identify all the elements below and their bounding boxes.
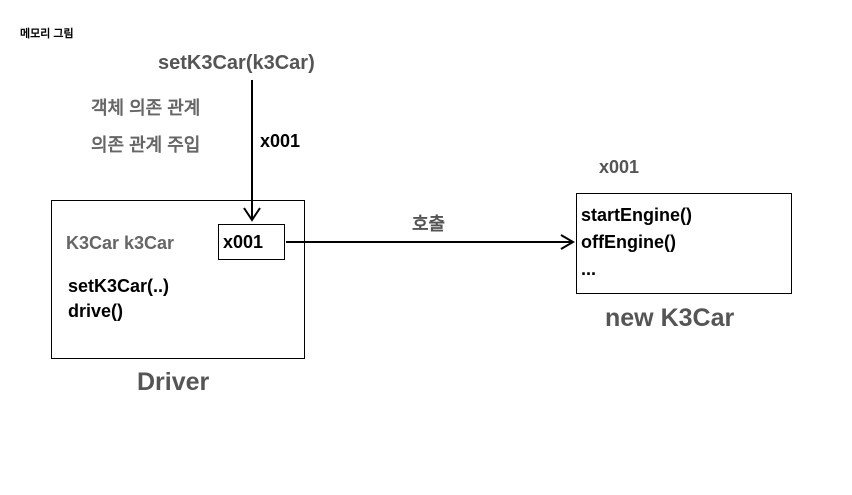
car-address-label: x001 [599, 157, 640, 177]
driver-method-drive: drive() [68, 301, 124, 321]
call-arrow [286, 234, 575, 250]
driver-object-box [51, 200, 305, 359]
driver-caption: Driver [137, 368, 210, 396]
call-arrow-label: 호출 [412, 214, 446, 234]
driver-field-label: K3Car k3Car [66, 233, 175, 253]
car-caption: new K3Car [605, 304, 735, 332]
car-method-ellipsis: ... [581, 259, 597, 279]
diagram-title: 메모리 그림 [20, 28, 74, 40]
k3car-object-box [576, 193, 792, 294]
injection-arrow [243, 80, 261, 222]
driver-field-box [218, 224, 285, 260]
injected-address-label: x001 [260, 131, 301, 151]
car-method-offengine: offEngine() [581, 232, 676, 252]
call-method-label: setK3Car(k3Car) [158, 52, 315, 74]
driver-field-value: x001 [223, 232, 264, 252]
note-object-dependency: 객체 의존 관계 [91, 98, 201, 118]
driver-method-setk3car: setK3Car(..) [68, 276, 170, 296]
car-method-startengine: startEngine() [581, 205, 693, 225]
note-dependency-injection: 의존 관계 주입 [91, 135, 201, 155]
